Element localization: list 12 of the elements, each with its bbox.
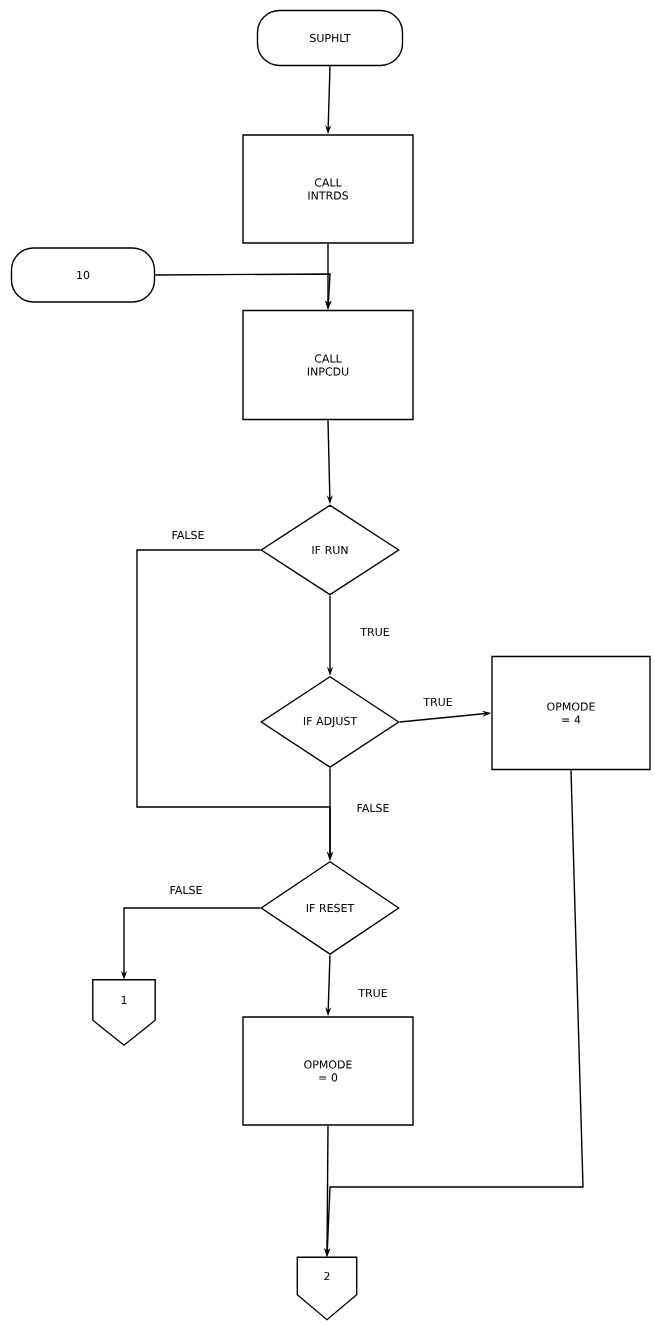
process-box: OPMODE = 0 bbox=[242, 1016, 414, 1126]
edge-label: TRUE bbox=[359, 626, 391, 638]
process-box: CALL INPCDU bbox=[242, 309, 414, 421]
edge-label: FALSE bbox=[170, 529, 206, 541]
edge-label: FALSE bbox=[355, 802, 391, 814]
process-box: OPMODE = 4 bbox=[491, 655, 651, 771]
offpage-connector: 2 bbox=[296, 1256, 358, 1321]
process-box: CALL INTRDS bbox=[242, 134, 414, 244]
edge-label: TRUE bbox=[422, 696, 454, 708]
offpage-connector: 1 bbox=[92, 979, 156, 1047]
edge-label: TRUE bbox=[357, 987, 389, 999]
edge-label: FALSE bbox=[168, 884, 204, 896]
